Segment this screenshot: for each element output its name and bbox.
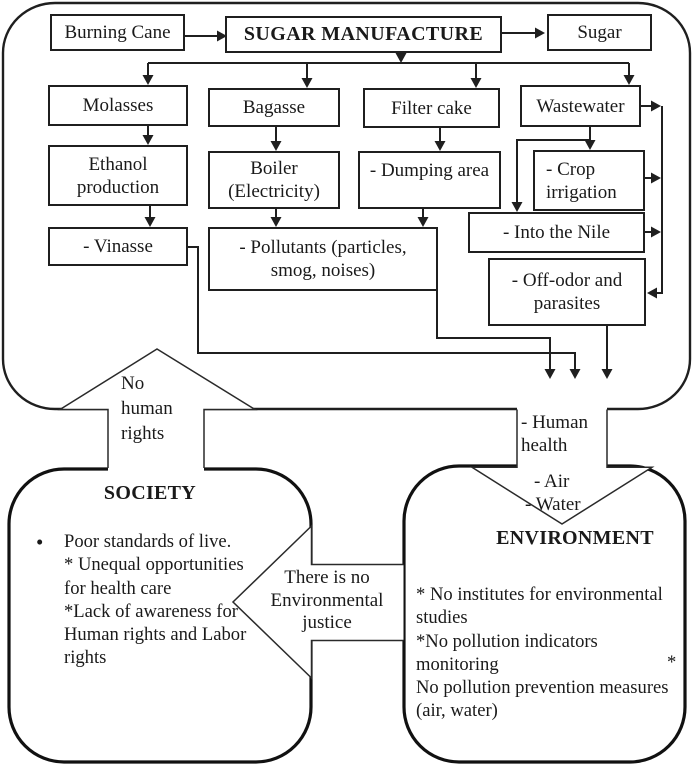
- box-into-the-nile: - Into the Nile: [468, 212, 645, 253]
- box-molasses: Molasses: [48, 85, 188, 126]
- box-wastewater: Wastewater: [520, 85, 641, 127]
- society-bullet: •: [36, 530, 44, 554]
- environment-down-arrow: [469, 406, 655, 525]
- box-burning-cane: Burning Cane: [50, 14, 185, 51]
- environment-text: * No institutes for environmental studie…: [416, 584, 669, 722]
- process-container-outline: [1, 1, 692, 411]
- box-dumping-area: - Dumping area: [358, 151, 501, 209]
- connector-lines: [142, 27, 663, 379]
- society-text: Poor standards of live. * Unequal opport…: [64, 531, 247, 669]
- label-environmental-justice: There is no Environmental justice: [270, 567, 384, 633]
- box-boiler: Boiler (Electricity): [208, 151, 340, 209]
- environment-stray-asterisk: *: [667, 652, 677, 673]
- box-off-odor-parasites: - Off-odor and parasites: [488, 258, 646, 326]
- box-ethanol-production: Ethanol production: [48, 145, 188, 206]
- box-sugar-manufacture: SUGAR MANUFACTURE: [225, 16, 502, 53]
- label-water: - Water: [525, 494, 581, 515]
- box-bagasse: Bagasse: [208, 88, 340, 127]
- box-crop-irrigation: - Crop irrigation: [533, 150, 645, 211]
- box-sugar: Sugar: [547, 14, 652, 51]
- society-up-arrow: [57, 348, 258, 472]
- justice-left-arrow: [231, 524, 404, 680]
- box-vinasse: - Vinasse: [48, 227, 188, 266]
- label-no-human-rights: No human rights: [121, 373, 173, 444]
- box-filter-cake: Filter cake: [363, 88, 500, 128]
- society-title: SOCIETY: [103, 482, 197, 504]
- label-human-health: - Human health: [521, 412, 589, 456]
- box-pollutants: - Pollutants (particles, smog, noises): [208, 227, 438, 291]
- label-air: - Air: [534, 471, 570, 492]
- environment-title: ENVIRONMENT: [496, 527, 654, 549]
